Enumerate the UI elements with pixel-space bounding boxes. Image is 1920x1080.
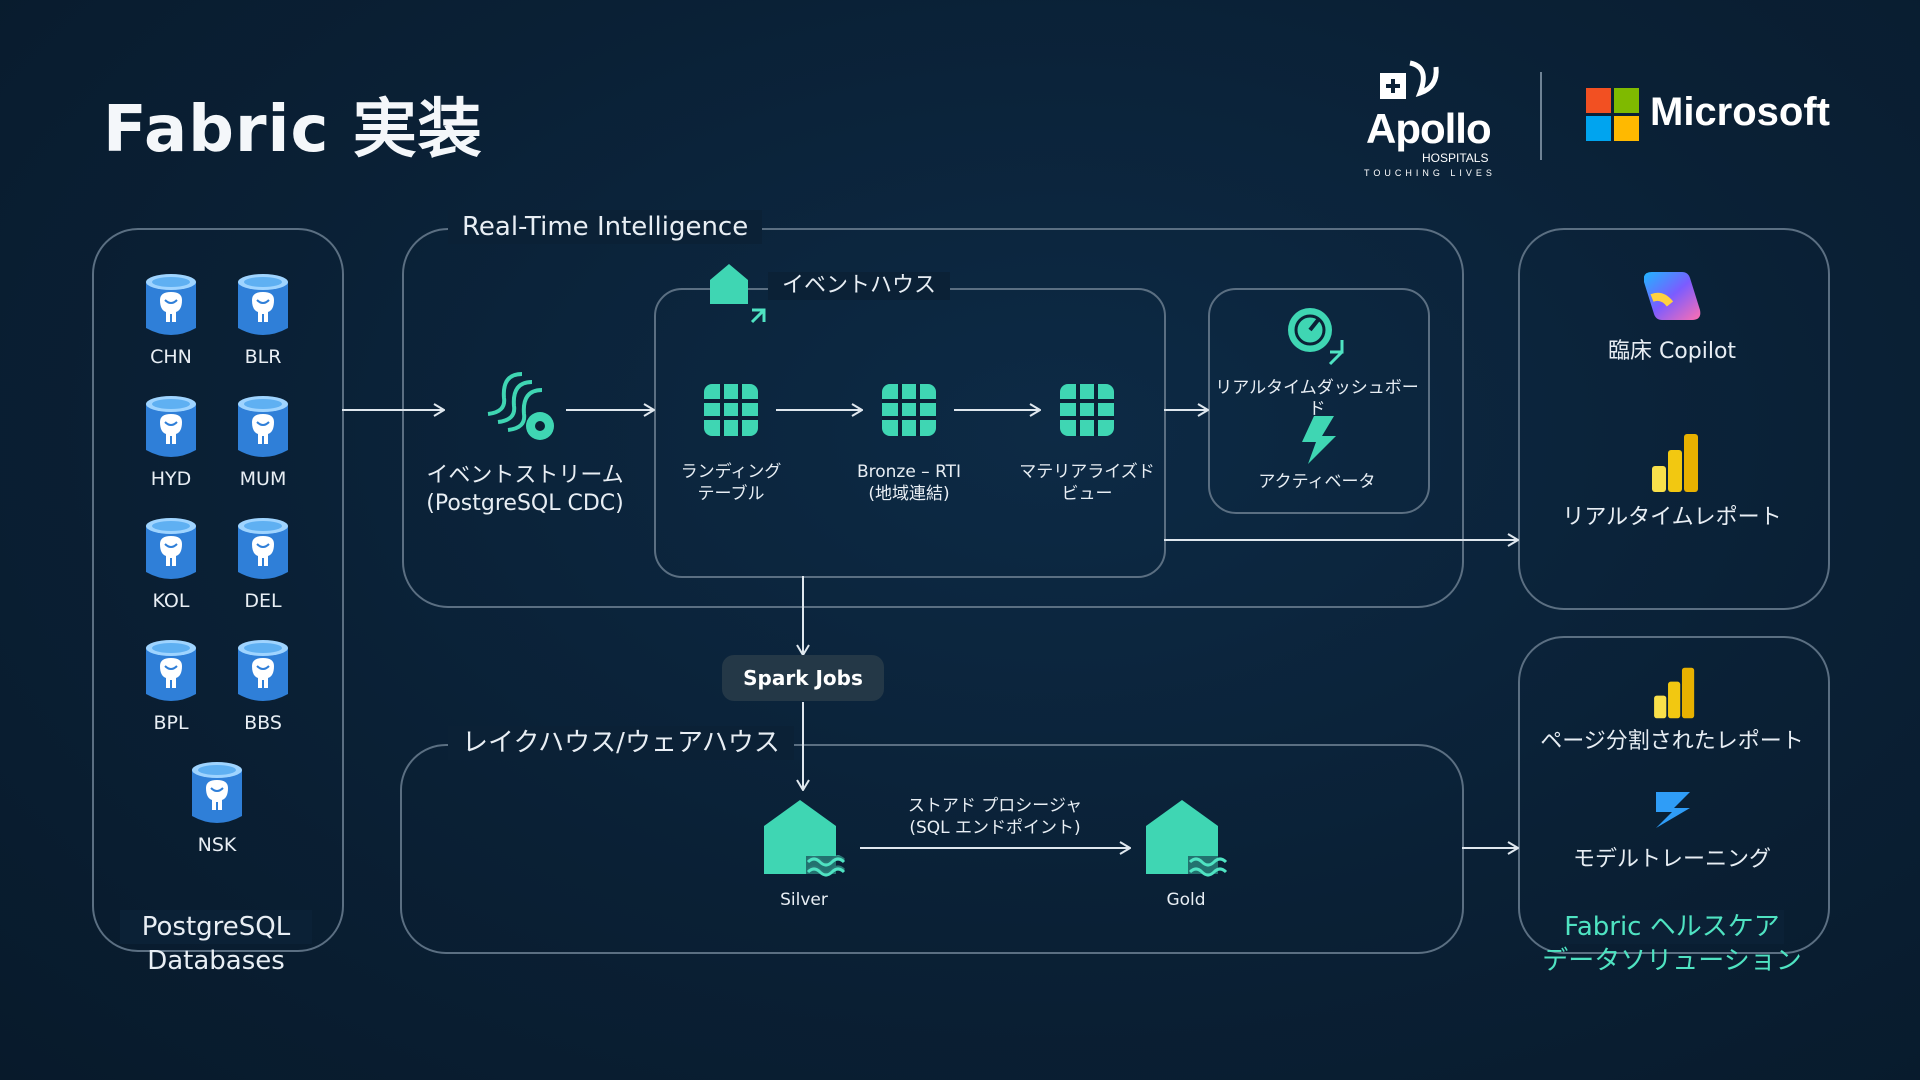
- database-label: CHN: [150, 346, 192, 368]
- postgresql-db-icon: [236, 638, 290, 704]
- eventstream-label-1: イベントストリーム: [426, 463, 624, 488]
- database-label: KOL: [152, 590, 190, 612]
- stored-proc-label-2: (SQL エンドポイント): [909, 818, 1081, 838]
- bronze-label-1: Bronze – RTI: [856, 462, 962, 482]
- eventstream-label-2: (PostgreSQL CDC): [426, 491, 624, 516]
- dashboard-label: リアルタイムダッシュボード: [1215, 378, 1419, 419]
- landing-label-1: ランディング: [680, 462, 782, 482]
- database-label: NSK: [197, 834, 237, 856]
- outputs-bottom-panel: [1518, 636, 1830, 954]
- database-label: BLR: [244, 346, 282, 368]
- healthcare-caption-1: Fabric ヘルスケア: [1560, 910, 1784, 944]
- apollo-logo: Apollo HOSPITALS TOUCHING LIVES: [1360, 55, 1510, 180]
- microsoft-wordmark: Microsoft: [1650, 90, 1830, 134]
- databases-caption-1: PostgreSQL: [120, 910, 312, 944]
- database-label: BPL: [153, 712, 189, 734]
- database-label: MUM: [239, 468, 287, 490]
- postgresql-db-icon: [236, 394, 290, 460]
- model-training-label: モデルトレーニング: [1572, 847, 1771, 872]
- page-title: Fabric 実装: [103, 93, 483, 167]
- rti-title: Real-Time Intelligence: [448, 210, 763, 244]
- powerbi-realtime-icon: [1650, 432, 1702, 498]
- apollo-name: Apollo: [1366, 105, 1492, 152]
- landing-label-2: テーブル: [697, 484, 765, 504]
- logo-divider: [1540, 72, 1542, 160]
- outputs-top-panel: [1518, 228, 1830, 610]
- gold-label: Gold: [1166, 890, 1206, 910]
- postgresql-db-icon: [144, 394, 198, 460]
- silver-label: Silver: [780, 890, 828, 910]
- apollo-sub: HOSPITALS: [1422, 151, 1489, 165]
- postgresql-db-icon: [190, 760, 244, 826]
- paginated-report-label: ページ分割されたレポート: [1540, 729, 1804, 754]
- silver-lakehouse-icon: [762, 798, 848, 882]
- bronze-table-icon: [882, 384, 936, 440]
- bronze-label-2: (地域連結): [868, 484, 950, 504]
- copilot-icon: [1643, 268, 1702, 328]
- gold-lakehouse-icon: [1144, 798, 1230, 882]
- mview-table-icon: [1060, 384, 1114, 440]
- postgresql-db-icon: [144, 272, 198, 338]
- eventhouse-title: イベントハウス: [768, 272, 951, 300]
- databases-panel: [92, 228, 344, 952]
- apollo-tagline: TOUCHING LIVES: [1364, 168, 1496, 178]
- lakehouse-title: レイクハウス/ウェアハウス: [448, 726, 794, 760]
- powerbi-paginated-icon: [1652, 666, 1698, 724]
- eventstream-icon: [486, 370, 568, 450]
- database-label: HYD: [150, 468, 192, 490]
- eventhouse-icon: [706, 260, 776, 328]
- postgresql-db-icon: [236, 516, 290, 582]
- dashboard-icon: [1286, 306, 1348, 372]
- database-label: BBS: [244, 712, 282, 734]
- database-label: DEL: [244, 590, 282, 612]
- realtime-report-label: リアルタイムレポート: [1562, 505, 1782, 530]
- rti-panel: [402, 228, 1464, 608]
- postgresql-db-icon: [144, 638, 198, 704]
- postgresql-db-icon: [236, 272, 290, 338]
- copilot-label: 臨床 Copilot: [1607, 339, 1737, 364]
- mview-label-2: ビュー: [1061, 484, 1113, 504]
- dashboard-panel: [1208, 288, 1430, 514]
- spark-jobs-badge: Spark Jobs: [722, 655, 884, 701]
- microsoft-logo: Microsoft: [1586, 88, 1846, 144]
- databases-caption-2: Databases: [147, 946, 285, 976]
- postgresql-db-icon: [144, 516, 198, 582]
- mview-label-1: マテリアライズド: [1019, 462, 1155, 482]
- ml-model-icon: [1650, 788, 1696, 836]
- healthcare-caption-2: データソリューション: [1542, 946, 1802, 976]
- activator-icon: [1296, 416, 1340, 468]
- stored-proc-label-1: ストアド プロシージャ: [907, 796, 1083, 816]
- activator-label: アクティベータ: [1258, 472, 1376, 492]
- landing-table-icon: [704, 384, 758, 440]
